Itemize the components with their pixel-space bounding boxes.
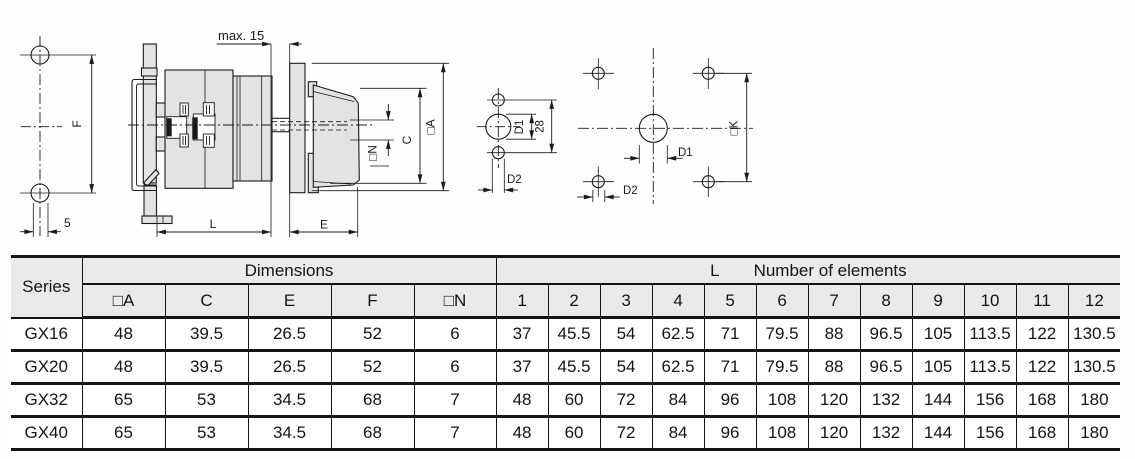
series-header: Series <box>11 256 83 319</box>
din-rail-profile <box>131 78 157 192</box>
dim-d2-label: D2 <box>507 174 522 186</box>
side-view: max. 15 L E □A C □N <box>128 28 449 237</box>
col-header-7: 7 <box>808 284 861 319</box>
front-plate <box>289 62 306 194</box>
col-header-10: 10 <box>964 284 1017 319</box>
col-header-11: 11 <box>1016 284 1069 319</box>
dim-d2-label: D2 <box>623 185 638 197</box>
table-row-gx40: GX40 65 53 34.5 68 7 48 60 72 84 96 108 … <box>11 416 1121 451</box>
dim-f-label: F <box>70 120 84 127</box>
dim-c-label: C <box>400 135 414 144</box>
dim-d1-label: D1 <box>514 120 526 135</box>
dim-e-label: E <box>320 218 328 232</box>
dim-max15-label: max. 15 <box>218 28 264 43</box>
hole-center-d1 <box>638 113 668 143</box>
terminal-screw <box>179 102 189 117</box>
terminal-screw <box>202 133 215 148</box>
dimension-table: Series Dimensions L Number of elements □… <box>11 255 1121 451</box>
drill-pattern-single: D1 28 D2 <box>477 88 557 193</box>
dim-a-label: □A <box>424 119 438 134</box>
col-header-3: 3 <box>600 284 653 319</box>
number-of-elements-label: Number of elements <box>753 260 907 280</box>
col-header-c: C <box>165 284 249 319</box>
col-header-a: □A <box>82 284 166 319</box>
dim-5-label: 5 <box>64 216 71 230</box>
col-header-12: 12 <box>1068 284 1121 319</box>
elements-header: L Number of elements <box>496 256 1121 285</box>
series-gx32: GX32 <box>11 383 83 418</box>
table-row-gx20: GX20 48 39.5 26.5 52 6 37 45.5 54 62.5 7… <box>11 350 1121 385</box>
col-header-2: 2 <box>548 284 601 319</box>
col-header-9: 9 <box>912 284 965 319</box>
dim-n-label: □N <box>366 145 380 161</box>
col-header-1: 1 <box>496 284 549 319</box>
col-header-4: 4 <box>652 284 705 319</box>
drill-pattern-four: D1 D2 □K <box>577 48 753 204</box>
col-header-6: 6 <box>756 284 809 319</box>
series-gx20: GX20 <box>11 350 83 385</box>
hole-small-top <box>491 93 505 107</box>
mount-hole-bottom <box>30 183 50 203</box>
dim-k-label: □K <box>729 120 741 135</box>
hole-center-d1 <box>485 113 512 140</box>
handle-knob <box>312 84 360 188</box>
series-gx40: GX40 <box>11 416 83 451</box>
technical-drawing: F 5 <box>20 28 753 237</box>
dim-28-label: 28 <box>535 120 547 133</box>
series-gx16: GX16 <box>11 317 83 352</box>
terminal-screw <box>202 102 215 117</box>
dim-l-label: L <box>210 217 217 231</box>
dimensions-header: Dimensions <box>82 256 497 285</box>
col-header-e: E <box>248 284 332 319</box>
dim-d1-label: D1 <box>678 147 693 159</box>
mount-hole-top <box>30 45 50 65</box>
col-header-5: 5 <box>704 284 757 319</box>
terminal-screw <box>179 133 189 148</box>
col-header-f: F <box>331 284 415 319</box>
front-view: F 5 <box>20 36 96 237</box>
terminal-mechanism <box>166 102 216 148</box>
col-header-8: 8 <box>860 284 913 319</box>
table-row-gx16: GX16 48 39.5 26.5 52 6 37 45.5 54 62.5 7… <box>11 317 1121 352</box>
table-row-gx32: GX32 65 53 34.5 68 7 48 60 72 84 96 108 … <box>11 383 1121 418</box>
hole-small-bottom <box>491 146 505 160</box>
switch-body-front <box>232 75 273 182</box>
l-label: L <box>710 260 720 280</box>
col-header-n: □N <box>414 284 497 319</box>
